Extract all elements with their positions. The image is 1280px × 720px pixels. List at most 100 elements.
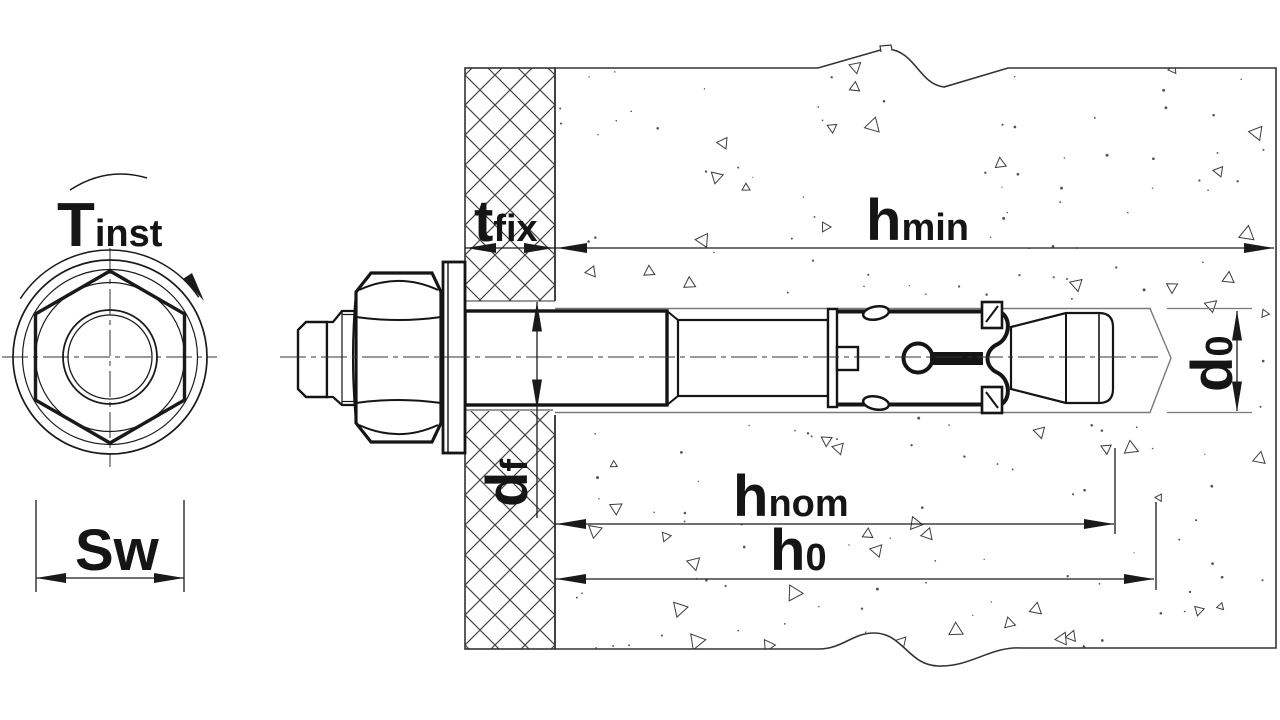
texture-dot [653,511,655,514]
texture-dot [680,451,683,454]
texture-dot [1072,493,1075,496]
texture-dot [1259,405,1262,408]
texture-triangle [1153,493,1162,503]
texture-dot [972,614,974,617]
texture-dot [1164,106,1168,110]
texture-triangle [909,515,924,531]
shank [676,318,830,398]
texture-dot [713,251,715,254]
texture-dot [1013,125,1017,129]
texture-triangle [608,503,623,516]
texture-dot [559,122,563,125]
stud-chamfer-circle [67,314,153,400]
texture-dot [963,455,966,458]
texture-dot [683,511,687,515]
arrow-tfix-right [524,243,554,253]
texture-dot [1188,590,1192,594]
torque-arrowhead [183,273,204,301]
texture-dot [1151,447,1154,450]
texture-triangle [583,264,596,278]
arrow-h0-right [1124,574,1154,584]
texture-dot [1066,574,1069,578]
texture-dot [1090,424,1093,427]
texture-triangle [643,264,656,276]
texture-dot [656,127,659,130]
texture-dot [794,429,796,432]
anchor-bolt [296,260,1115,455]
texture-triangle [1215,601,1225,611]
texture-triangle [994,156,1008,169]
texture-triangle [661,531,673,543]
label-nominal-embedment: hnom [733,464,849,529]
expansion-cone [1009,311,1115,405]
nut-crescent-bottom [358,424,439,435]
texture-triangle [1237,224,1255,241]
texture-dot [1100,639,1104,642]
washer-outer-circle [12,259,208,455]
texture-dot [1207,189,1209,192]
texture-dot [818,605,820,608]
texture-triangle [820,436,833,448]
texture-dot [588,76,590,78]
texture-dot [630,110,633,113]
texture-dot [1060,186,1063,190]
texture-dot [806,432,810,435]
texture-dot [709,401,712,405]
texture-dot [776,64,778,67]
texture-dot [1142,288,1146,292]
texture-dot [1051,244,1055,248]
arrow-hnom-right [1084,519,1114,529]
texture-triangle [1123,439,1140,454]
dimensions [35,243,1274,592]
texture-triangle [919,526,933,541]
texture-dot [1011,468,1014,471]
arrow-h0-left [556,574,586,584]
texture-dot [1162,88,1166,92]
texture-triangle [1053,631,1067,646]
arrow-d0-up [1232,310,1242,341]
texture-triangle [588,524,604,540]
texture-dot [811,259,815,262]
texture-triangle [1251,450,1266,465]
texture-dot [1210,484,1214,488]
arrow-sw-right [154,573,184,583]
front-view [12,173,208,455]
label-hole-depth: h0 [770,518,827,583]
texture-dot [1211,562,1214,565]
texture-dot [996,463,999,465]
texture-dot [575,596,578,599]
concrete-member [554,44,1277,667]
texture-dot [875,587,879,591]
clip-tab-top-fold [985,305,999,323]
texture-dot [748,424,750,427]
dimension-labels: Tinst Sw tfix hmin hnom h0 df d0 [57,188,1245,583]
texture-dot [737,166,740,169]
texture-dot [989,236,992,238]
texture-triangle [1165,283,1179,295]
clip-notch [835,345,860,372]
texture-triangle [861,527,874,539]
rod-chamfer-top [666,310,679,321]
texture-dot [920,506,924,510]
texture-triangle [863,116,880,133]
label-fixture-thickness: tfix [474,189,538,254]
texture-triangle [848,80,861,92]
texture-dot [708,402,711,406]
texture-triangle [948,621,965,636]
texture-triangle [1221,270,1235,284]
texture-dot [1133,552,1135,554]
torque-arc [19,249,200,300]
texture-triangle [1032,426,1046,440]
texture-dot [1016,172,1020,176]
texture-dot [596,476,599,480]
label-fixture-hole-diameter: df [475,459,540,507]
texture-triangle [741,182,751,191]
texture-dot [737,629,740,632]
texture-dot [587,240,590,243]
texture-dot [1052,276,1055,279]
texture-dot [594,236,597,239]
stud-end [296,320,329,399]
texture-dot [1115,266,1118,269]
texture-dot [598,498,600,500]
texture-triangle [685,557,701,572]
